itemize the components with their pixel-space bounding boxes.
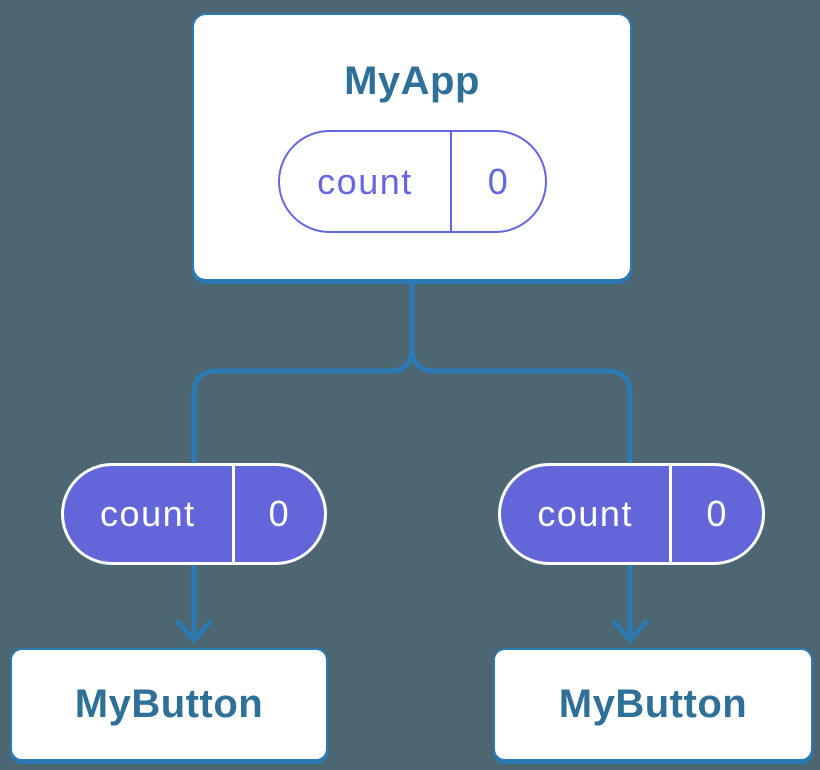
arrow-down-icon [611,619,649,644]
app-state-pill: count 0 [277,130,547,233]
button-node-title: MyButton [558,682,748,726]
prop-pill-right: count 0 [498,463,765,565]
prop-pill-name: count [64,466,235,562]
state-pill-name: count [280,132,453,231]
app-node-title: MyApp [344,59,480,103]
button-node-right: MyButton [493,648,813,761]
prop-pill-name: count [501,466,673,562]
arrow-down-icon [175,619,213,644]
prop-pill-left: count 0 [61,463,327,565]
state-pill-value: 0 [487,160,510,202]
app-node: MyApp count 0 [192,13,632,281]
connector-branch-right [409,347,633,634]
connector-branch-left [191,281,415,634]
button-node-title: MyButton [74,682,264,726]
button-node-left: MyButton [10,648,328,761]
prop-pill-value: 0 [268,493,291,534]
prop-pill-value: 0 [706,493,728,534]
